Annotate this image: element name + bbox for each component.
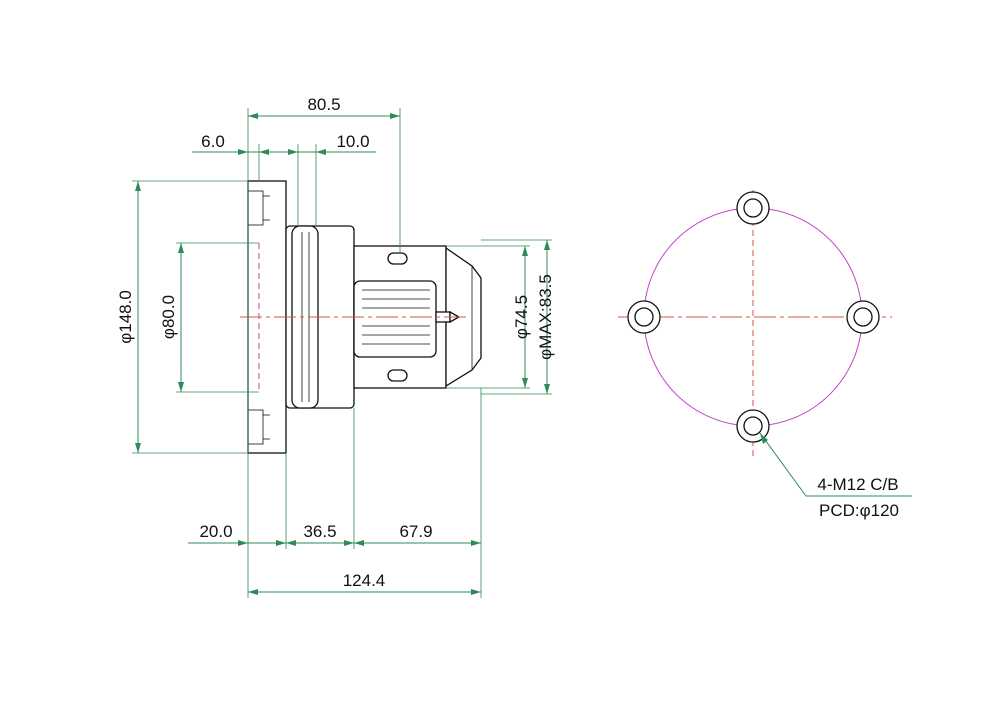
front-view: 4-M12 C/B PCD:φ120 xyxy=(618,190,912,520)
dim-flange-step: 6.0 xyxy=(201,132,225,151)
dim-pilot-diameter: φ80.0 xyxy=(159,295,178,339)
slot-top xyxy=(387,252,408,265)
dim-hub-length: 36.5 xyxy=(303,522,336,541)
dim-max-diameter: φMAX:83.5 xyxy=(536,274,555,360)
bolt-hole-top xyxy=(736,191,770,225)
bolt-hole-right xyxy=(846,300,880,334)
spline-window xyxy=(353,280,437,358)
dim-body-diameter: φ74.5 xyxy=(512,295,531,339)
side-view-dimensions: 80.5 6.0 10.0 φ148.0 φ80.0 φ74.5 φMAX:83… xyxy=(116,95,555,598)
dim-total-length: 124.4 xyxy=(343,571,386,590)
dim-shaft-length: 67.9 xyxy=(399,522,432,541)
bolt-note-leader xyxy=(759,432,807,497)
dim-overall-body: 80.5 xyxy=(307,95,340,114)
side-view xyxy=(240,180,482,454)
pcd-note: PCD:φ120 xyxy=(819,501,899,520)
bolt-hole-note: 4-M12 C/B xyxy=(817,475,898,494)
dim-groove-width: 10.0 xyxy=(336,132,369,151)
dim-flange-diameter: φ148.0 xyxy=(116,290,135,344)
bolt-hole-left xyxy=(627,300,661,334)
dim-flange-thickness: 20.0 xyxy=(199,522,232,541)
slot-bottom xyxy=(387,369,408,382)
